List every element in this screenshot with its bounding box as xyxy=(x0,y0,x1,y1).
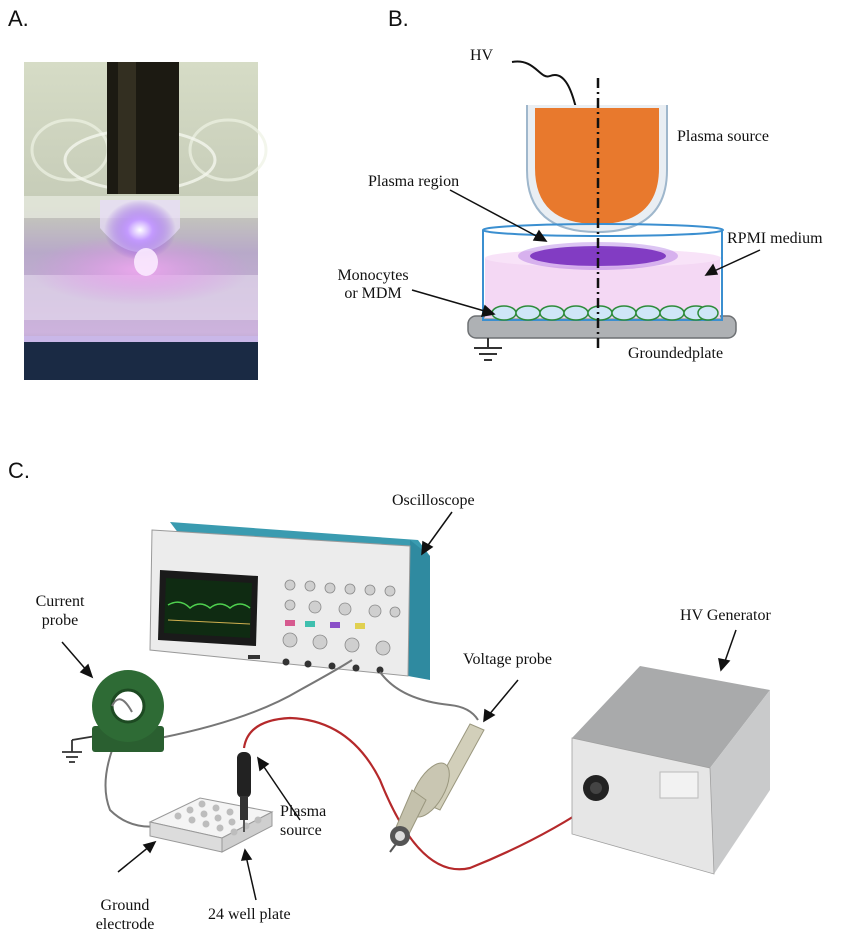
panel-b-letter: B. xyxy=(388,6,409,31)
annotation-arrows-c xyxy=(61,511,737,901)
hv-generator xyxy=(571,666,770,875)
label-current-probe-line2: probe xyxy=(41,612,79,629)
voltage-probe-cable xyxy=(379,671,479,721)
label-plasma-source-line1: Plasma xyxy=(280,803,327,820)
label-grounded-plate: Groundedplate xyxy=(628,345,724,362)
ground-electrode-cable xyxy=(104,734,161,828)
ground-symbol-c xyxy=(62,735,97,763)
plasma-source-pen xyxy=(237,752,251,832)
label-current-probe-line1: Current xyxy=(35,593,85,610)
label-plasma-source: Plasma source xyxy=(677,128,769,145)
panel-c-letter: C. xyxy=(8,458,30,483)
label-hv: HV xyxy=(470,47,494,64)
plasma-region xyxy=(530,246,666,266)
label-well-plate: 24 well plate xyxy=(208,906,291,923)
label-rpmi-medium: RPMI medium xyxy=(727,230,823,247)
label-plasma-region: Plasma region xyxy=(368,173,460,190)
panel-a-letter: A. xyxy=(8,6,29,31)
label-ground-electrode-line2: electrode xyxy=(95,916,155,933)
current-probe-cable xyxy=(159,659,353,739)
rpmi-medium xyxy=(485,258,720,318)
oscilloscope xyxy=(149,522,430,680)
label-ground-electrode-line1: Ground xyxy=(100,897,150,914)
ground-symbol xyxy=(474,338,502,361)
cells xyxy=(491,305,719,321)
current-probe xyxy=(92,670,164,752)
label-oscilloscope: Oscilloscope xyxy=(392,492,475,509)
label-plasma-source-line2: source xyxy=(280,822,322,839)
label-monocytes-line2: or MDM xyxy=(344,285,402,302)
well-plate xyxy=(148,797,274,853)
hv-cable xyxy=(511,60,577,109)
label-monocytes-line1: Monocytes xyxy=(337,267,409,284)
voltage-probe xyxy=(389,723,485,853)
label-voltage-probe: Voltage probe xyxy=(463,651,553,668)
label-hv-generator: HV Generator xyxy=(680,607,771,624)
hv-cable-red xyxy=(242,716,597,871)
annotation-arrows xyxy=(411,189,761,317)
